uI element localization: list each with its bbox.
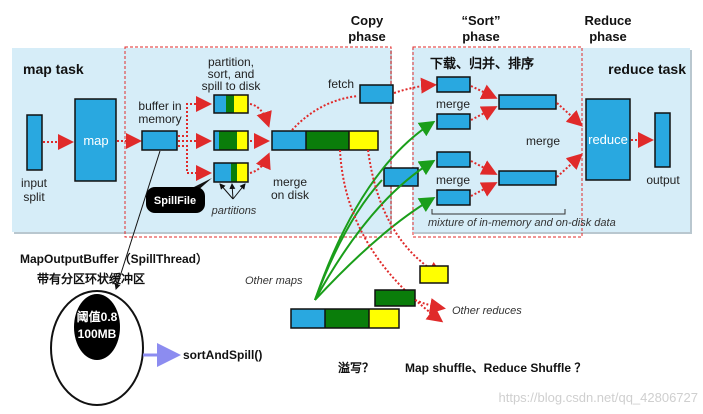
arrow [556, 102, 583, 127]
buffer-block [141, 130, 178, 151]
ring-buffer-core [74, 294, 120, 360]
reduce-phase-label: Reduce [585, 13, 632, 28]
mixture-label: mixture of in-memory and on-disk data [428, 217, 616, 229]
other-reduces-label: Other reduces [452, 305, 522, 317]
merge-label-1: merge [436, 97, 470, 111]
arrow [470, 182, 498, 197]
other-maps-label: Other maps [245, 275, 303, 287]
spill-file-3 [213, 162, 249, 183]
other-reduce-arrow [339, 149, 444, 323]
arrow [470, 106, 498, 121]
arrow [414, 298, 446, 314]
arrow [393, 77, 437, 94]
spill-file-label: SpillFile [154, 195, 196, 207]
copy-phase-label: Copy [351, 13, 384, 28]
size-label: 100MB [78, 327, 117, 341]
output-block [654, 112, 671, 168]
reduce-shuffle-dashed-box [412, 46, 583, 238]
map-task-title: map task [23, 61, 84, 77]
spill-question: 溢写？ [338, 360, 374, 375]
merge-label-3: merge [526, 134, 560, 148]
partition-label-2: sort, and [208, 67, 255, 81]
buffer-label: buffer in [138, 99, 181, 113]
map-block [74, 98, 117, 182]
spill-file-callout [146, 187, 205, 213]
ring-buffer-label: 带有分区环状缓冲区 [37, 271, 145, 286]
other-map-output [290, 308, 400, 329]
reduce-input-3 [436, 151, 471, 168]
other-partition-green [374, 289, 416, 307]
arrow [556, 153, 583, 178]
shuffle-question: Map shuffle、Reduce Shuffle ？ [405, 361, 586, 375]
threshold-label: 阈值0.8 [77, 309, 118, 324]
green-arrow [314, 179, 383, 301]
map-label: map [83, 133, 108, 148]
partition-label: partition, [208, 55, 254, 69]
merge-label-2: merge [436, 173, 470, 187]
green-arrow [314, 159, 436, 301]
input-split-block [26, 114, 43, 171]
green-arrow [314, 196, 436, 301]
arrow [219, 183, 234, 200]
input-split-label: input [21, 176, 48, 190]
spill-file-1 [213, 94, 249, 114]
copy-phase-label-2: phase [348, 29, 386, 44]
cn-steps-label: 下载、归并、排序 [430, 56, 534, 71]
other-partition-yellow [419, 265, 449, 284]
reduce-label: reduce [588, 132, 628, 147]
arrow [232, 183, 246, 200]
arrow [178, 145, 212, 181]
reduce-phase-label-2: phase [589, 29, 627, 44]
map-output-buffer-label: MapOutputBuffer（SpillThread） [20, 251, 208, 266]
fetch-label: fetch [328, 77, 354, 91]
merge-on-disk-label: merge [273, 175, 307, 189]
reduce-input-1 [436, 76, 471, 93]
fetch-arrow [291, 95, 359, 131]
partition-label-3: spill to disk [202, 79, 262, 93]
sort-phase-label: “Sort” [462, 13, 501, 28]
buffer-pointer-line [114, 150, 161, 290]
arrow [249, 103, 272, 128]
input-split-label-2: split [23, 190, 45, 204]
spill-file-2 [213, 130, 249, 151]
reduce-input-2 [436, 113, 471, 130]
output-label: output [646, 173, 680, 187]
merged-block-2 [498, 170, 557, 186]
merged-block-1 [498, 94, 557, 110]
fetched-block [359, 84, 394, 104]
fetched-block-2 [383, 167, 419, 187]
arrow [470, 160, 498, 175]
reduce-input-4 [436, 189, 471, 206]
arrow [178, 96, 212, 137]
sort-phase-label-2: phase [462, 29, 500, 44]
reduce-block [585, 98, 631, 181]
merged-map-output [271, 130, 379, 151]
reduce-task-title: reduce task [608, 61, 686, 77]
arrow [470, 84, 498, 100]
arrow [229, 183, 236, 200]
sort-and-spill-label: sortAndSpill() [183, 348, 262, 362]
partitions-label: partitions [211, 205, 257, 217]
buffer-label-2: memory [138, 112, 181, 126]
watermark: https://blog.csdn.net/qq_42806727 [499, 390, 699, 405]
merge-on-disk-label-2: on disk [271, 188, 310, 202]
arrow [249, 152, 271, 174]
